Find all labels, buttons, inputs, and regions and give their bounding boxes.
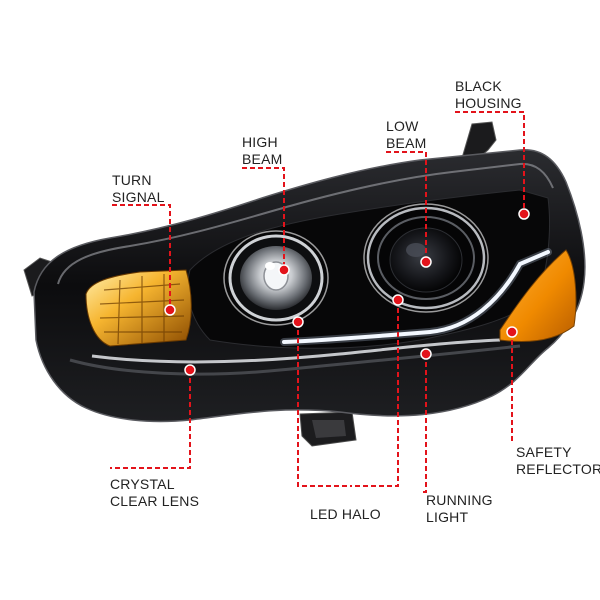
crystal-clear-lens-label: CRYSTAL CLEAR LENS (110, 476, 199, 510)
running-light-bar (282, 250, 550, 344)
low-beam-label: LOW BEAM (386, 118, 426, 152)
black-housing-line2: HOUSING (455, 95, 522, 111)
high-beam-leader (242, 167, 285, 270)
led-halo-leader-right (350, 300, 399, 487)
led-halo-label: LED HALO (310, 506, 381, 523)
safety-reflector-label: SAFETY REFLECTOR (516, 444, 600, 478)
led-halo-ring-high (223, 230, 329, 326)
safety-reflector-line2: REFLECTOR (516, 461, 600, 477)
high-beam-line1: HIGH (242, 134, 278, 150)
turn-signal-line2: SIGNAL (112, 189, 165, 205)
led-halo-line1: LED HALO (310, 506, 381, 522)
callout-dots (164, 208, 530, 376)
black-housing-line1: BLACK (455, 78, 502, 94)
turn-signal-label: TURN SIGNAL (112, 172, 165, 206)
crystal-clear-lens-line2: CLEAR LENS (110, 493, 200, 509)
led-halo-leader-left (297, 322, 350, 487)
safety-reflector-leader (511, 332, 516, 441)
low-beam-line1: LOW (386, 118, 419, 134)
safety-reflector-line1: SAFETY (516, 444, 572, 460)
low-beam-line2: BEAM (386, 135, 427, 151)
chrome-accent-strip (91, 338, 501, 364)
crystal-clear-lens-leader (110, 370, 191, 469)
running-light-line2: LIGHT (426, 509, 469, 525)
callout-lines (110, 111, 525, 493)
high-beam-label: HIGH BEAM (242, 134, 282, 168)
running-light-leader (420, 354, 427, 493)
turn-signal-line1: TURN (112, 172, 152, 188)
turn-signal-lens (85, 269, 192, 347)
low-beam-leader (386, 151, 427, 262)
turn-signal-leader (112, 204, 171, 310)
running-light-line1: RUNNING (426, 492, 493, 508)
high-beam-line2: BEAM (242, 151, 283, 167)
running-light-label: RUNNING LIGHT (426, 492, 493, 526)
black-housing-label: BLACK HOUSING (455, 78, 522, 112)
amber-side-reflector (499, 249, 577, 342)
black-housing-leader (455, 111, 525, 214)
high-beam-reflector (228, 234, 324, 322)
crystal-clear-lens-line1: CRYSTAL (110, 476, 175, 492)
